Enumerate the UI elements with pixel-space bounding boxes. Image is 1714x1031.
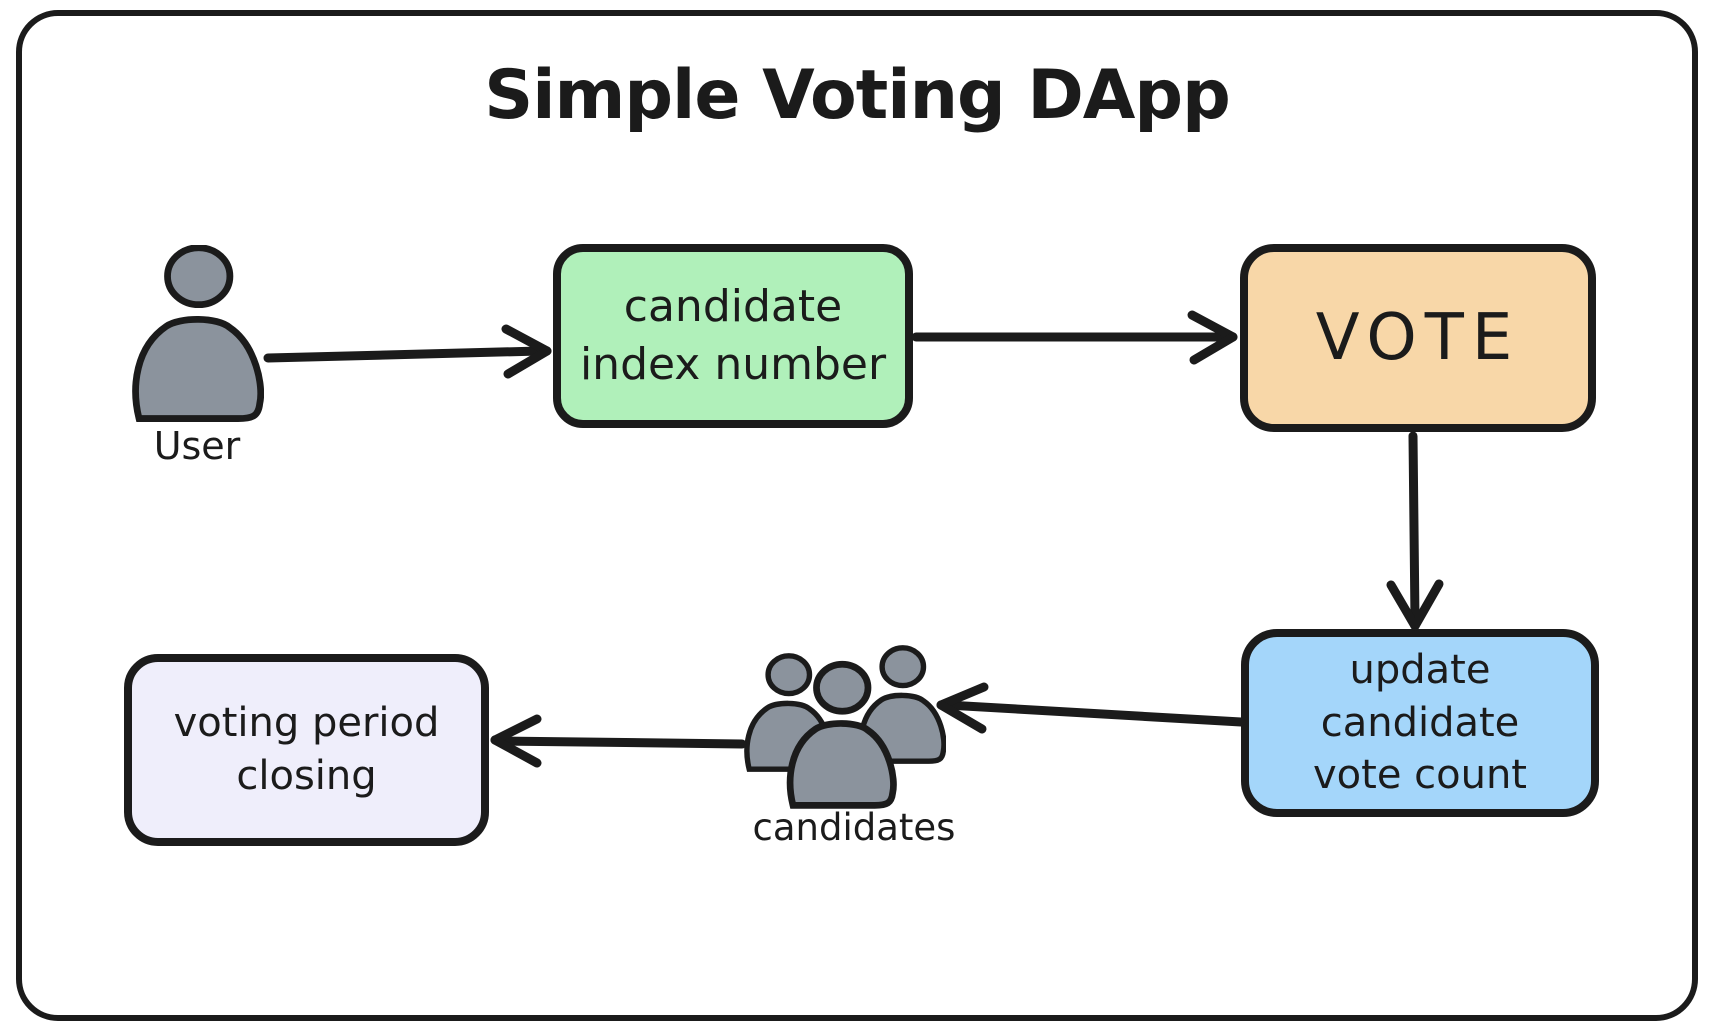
node-update-count: update candidate vote count	[1241, 629, 1599, 817]
node-update-count-line2: vote count	[1312, 752, 1527, 799]
candidates-label: candidates	[752, 806, 956, 849]
user-icon	[132, 245, 264, 422]
node-update-count-line1: update candidate	[1320, 646, 1520, 746]
node-voting-period-closing-line2: closing	[236, 753, 377, 799]
node-candidate-index-line2: index number	[579, 339, 887, 390]
node-vote: VOTE	[1240, 244, 1596, 432]
node-candidate-index: candidate index number	[553, 244, 913, 428]
node-vote-label: VOTE	[1315, 300, 1521, 375]
diagram-frame	[16, 10, 1698, 1021]
user-label: User	[153, 424, 241, 468]
node-voting-period-closing-line1: voting period	[173, 700, 440, 747]
candidates-icon	[742, 640, 946, 812]
diagram-title: Simple Voting DApp	[484, 56, 1231, 135]
node-candidate-index-line1: candidate	[623, 280, 843, 332]
node-voting-period-closing: voting period closing	[124, 654, 489, 846]
